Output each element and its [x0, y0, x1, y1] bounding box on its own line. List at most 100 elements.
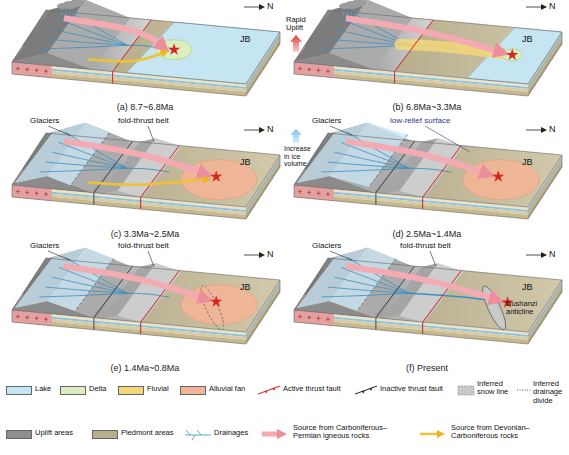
legend-text: Uplift areas: [35, 429, 73, 437]
legend-text: Source from Carboniferous–Permian igneou…: [293, 424, 413, 441]
panel: (d) 2.5Ma~1.4Ma: [286, 113, 568, 239]
panel: (b) 6.8Ma~3.3Ma: [286, 0, 568, 112]
divide-sample: [517, 390, 531, 391]
glacier: [296, 248, 396, 311]
north-label: N: [549, 125, 556, 135]
legend-swatch: [6, 386, 32, 395]
sample-star: [168, 43, 180, 54]
anticline: [197, 284, 228, 333]
igneous-cross: [307, 67, 311, 71]
source-arrow-igneous: [64, 18, 164, 47]
drainage: [328, 162, 409, 168]
legend-text: Lake: [35, 385, 51, 393]
north-arrow: [526, 7, 544, 8]
rain: [73, 11, 74, 15]
basin-label: JB: [240, 283, 251, 293]
panel-caption: (c) 3.3Ma~2.5Ma: [4, 229, 286, 239]
mountain-front: [294, 53, 374, 69]
rain: [351, 11, 352, 15]
igneous-cross: [25, 315, 29, 319]
block-outline: [294, 258, 562, 344]
mountain-front: [12, 53, 92, 69]
rain: [69, 11, 70, 15]
sedimentary-source-sample: [420, 433, 441, 436]
drainage: [321, 168, 409, 172]
belt-label: fold-thrust belt: [118, 117, 169, 126]
leader-line: [330, 251, 352, 260]
glacier: [14, 248, 114, 311]
legend-text: Drainages: [214, 429, 248, 437]
leader-line: [48, 126, 70, 135]
glacier: [296, 123, 407, 187]
belt-label: fold-thrust belt: [118, 242, 169, 251]
legend-swatch: [92, 430, 118, 439]
block-diagram: [12, 248, 280, 344]
fault-tooth: [369, 388, 372, 391]
fault-tooth: [272, 388, 275, 391]
legend-text: Fluvial: [147, 385, 169, 393]
surface-label: low-relief surface: [390, 117, 450, 126]
rain: [359, 11, 360, 15]
anticline: [479, 284, 510, 333]
igneous-cross: [16, 190, 20, 194]
block-outline: [12, 258, 280, 344]
basin-label: JB: [240, 35, 251, 45]
igneous-cross: [307, 315, 311, 319]
drainage: [39, 45, 127, 49]
igneous-cross: [25, 67, 29, 71]
block-outline: [12, 10, 280, 96]
block-outline: [12, 133, 280, 219]
glacier-label: Glaciers: [30, 117, 59, 126]
ice-label: Increase in ice volume: [284, 145, 316, 168]
active-fault-sample: [258, 386, 280, 394]
sample-star: [210, 295, 222, 306]
drainage: [409, 168, 451, 172]
drainage: [321, 293, 409, 297]
fault-tooth: [362, 391, 365, 394]
drainage: [39, 168, 127, 172]
legend-text: Piedmont areas: [121, 429, 174, 437]
leader-line: [330, 126, 352, 135]
cloud: [70, 0, 84, 7]
legend-swatch: [180, 386, 206, 395]
igneous-cross: [326, 69, 330, 73]
igneous-cross: [317, 316, 321, 320]
drainage: [127, 168, 169, 172]
source-arrow-igneous: [346, 18, 502, 52]
legend-text: Inferred snow line: [477, 380, 513, 397]
legend-text: Delta: [89, 385, 107, 393]
sample-star: [506, 49, 518, 60]
legend-swatch: [60, 386, 86, 395]
drainage: [46, 162, 127, 168]
north-arrow: [526, 255, 544, 256]
north-arrow: [244, 255, 262, 256]
igneous-cross: [326, 192, 330, 196]
legend-text: Inferred drainage divide: [533, 380, 569, 405]
legend-text: Inactive thrust fault: [380, 385, 443, 393]
panel-caption: (f) Present: [286, 363, 568, 373]
source-arrow-igneous: [346, 266, 497, 300]
cloud: [339, 3, 351, 9]
panel: (e) 1.4Ma~0.8Ma: [4, 240, 286, 373]
belt-label: fold-thrust belt: [400, 242, 451, 251]
drainage-sample: [185, 430, 211, 440]
igneous-cross: [317, 68, 321, 72]
north-label: N: [549, 250, 556, 260]
panel-caption: (e) 1.4Ma~0.8Ma: [4, 363, 286, 373]
rain: [347, 11, 348, 15]
basin-label: JB: [240, 158, 251, 168]
block-outline: [294, 10, 562, 96]
ice-arrow: [290, 129, 302, 143]
north-arrow: [244, 130, 262, 131]
sample-star: [210, 170, 222, 181]
north-label: N: [267, 250, 274, 260]
basin-label: JB: [522, 158, 533, 168]
rain: [61, 11, 62, 15]
cloud: [352, 0, 366, 7]
igneous-cross: [35, 68, 39, 72]
leader-line: [425, 126, 470, 152]
igneous-cross: [16, 67, 20, 71]
igneous-cross: [44, 192, 48, 196]
leader-line: [148, 251, 154, 266]
